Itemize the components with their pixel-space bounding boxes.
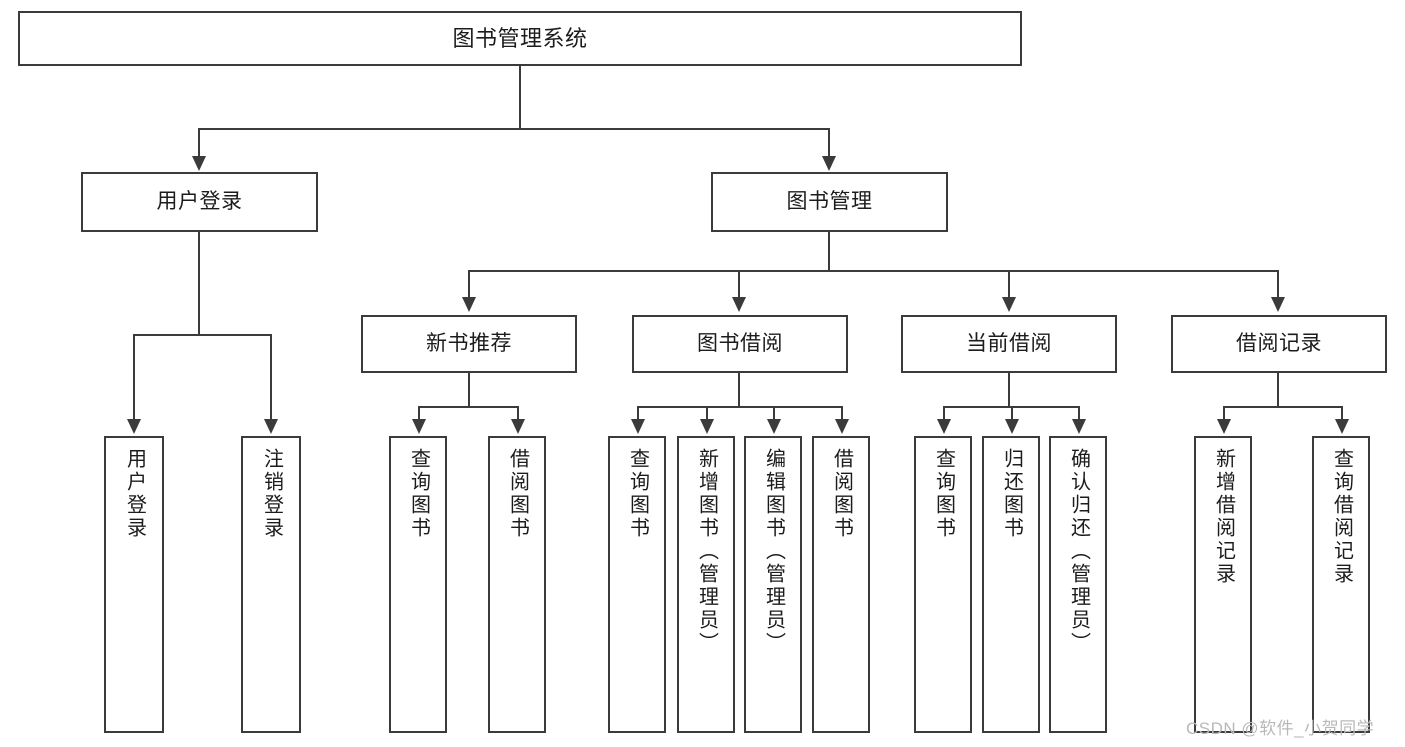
node-label: 用户登录 xyxy=(123,448,146,540)
arrowhead-book-borrow-leaf-1 xyxy=(631,419,645,434)
arrowhead-book-borrow-leaf-2 xyxy=(700,419,714,434)
connector-new-book-bar xyxy=(418,406,519,408)
node-label: 新增图书（管理员） xyxy=(695,448,718,655)
connector-new-book-drop-1 xyxy=(418,406,420,420)
arrowhead-current-borrow-leaf-1 xyxy=(937,419,951,434)
connector-book-borrow-drop-2 xyxy=(706,406,708,420)
node-book-management[interactable]: 图书管理 xyxy=(711,172,948,232)
csdn-watermark: CSDN @软件_小贺同学 xyxy=(1186,719,1375,738)
connector-book-borrow-bar xyxy=(637,406,843,408)
leaf-user-login[interactable]: 用户登录 xyxy=(104,436,164,733)
node-label: 编辑图书（管理员） xyxy=(762,448,785,655)
arrowhead-new-book-leaf-2 xyxy=(511,419,525,434)
arrowhead-user-login-leaf-1 xyxy=(127,419,141,434)
node-label: 确认归还（管理员） xyxy=(1067,448,1090,655)
arrowhead-book-borrow-leaf-3 xyxy=(767,419,781,434)
connector-level1-drop-left xyxy=(198,128,200,158)
node-label: 当前借阅 xyxy=(966,331,1052,355)
leaf-book-borrow-edit-book-admin[interactable]: 编辑图书（管理员） xyxy=(744,436,802,733)
arrowhead-to-borrow-record xyxy=(1271,297,1285,312)
node-label: 新增借阅记录 xyxy=(1212,448,1235,586)
connector-book-borrow-drop-1 xyxy=(637,406,639,420)
node-label: 查询图书 xyxy=(932,448,955,540)
node-label: 用户登录 xyxy=(156,189,243,213)
node-label: 借阅图书 xyxy=(830,448,853,540)
connector-level1-bar xyxy=(198,128,830,130)
arrowhead-new-book-leaf-1 xyxy=(412,419,426,434)
connector-book-borrow-drop-4 xyxy=(841,406,843,420)
connector-borrow-record-bar xyxy=(1223,406,1342,408)
connector-user-login-stem xyxy=(198,232,200,335)
connector-borrow-record-stem xyxy=(1277,373,1279,407)
node-label: 借阅图书 xyxy=(506,448,529,540)
arrowhead-to-book-borrow xyxy=(732,297,746,312)
connector-book-borrow-drop-3 xyxy=(773,406,775,420)
node-label: 图书管理 xyxy=(786,189,873,213)
node-label: 注销登录 xyxy=(260,448,283,540)
arrowhead-borrow-record-leaf-1 xyxy=(1217,419,1231,434)
arrowhead-to-book-management xyxy=(822,156,836,171)
leaf-new-book-query-book[interactable]: 查询图书 xyxy=(389,436,447,733)
node-book-borrow[interactable]: 图书借阅 xyxy=(632,315,848,373)
arrowhead-borrow-record-leaf-2 xyxy=(1335,419,1349,434)
connector-level2-bar xyxy=(468,270,1279,272)
leaf-current-borrow-confirm-return-admin[interactable]: 确认归还（管理员） xyxy=(1049,436,1107,733)
leaf-borrow-record-add-record[interactable]: 新增借阅记录 xyxy=(1194,436,1252,733)
arrowhead-current-borrow-leaf-2 xyxy=(1005,419,1019,434)
connector-level2-drop-1 xyxy=(468,270,470,299)
node-label: 新书推荐 xyxy=(426,331,512,355)
connector-level2-drop-2 xyxy=(738,270,740,299)
connector-level1-drop-right xyxy=(828,128,830,158)
connector-user-login-drop-1 xyxy=(133,334,135,420)
connector-level2-drop-3 xyxy=(1008,270,1010,299)
connector-level2-drop-4 xyxy=(1277,270,1279,299)
leaf-book-borrow-query-book[interactable]: 查询图书 xyxy=(608,436,666,733)
connector-user-login-bar xyxy=(133,334,272,336)
connector-user-login-drop-2 xyxy=(270,334,272,420)
connector-borrow-record-drop-1 xyxy=(1223,406,1225,420)
arrowhead-book-borrow-leaf-4 xyxy=(835,419,849,434)
node-new-book-recommend[interactable]: 新书推荐 xyxy=(361,315,577,373)
node-user-login[interactable]: 用户登录 xyxy=(81,172,318,232)
connector-current-borrow-drop-1 xyxy=(943,406,945,420)
node-label: 借阅记录 xyxy=(1236,331,1322,355)
node-borrow-record[interactable]: 借阅记录 xyxy=(1171,315,1387,373)
leaf-logout[interactable]: 注销登录 xyxy=(241,436,301,733)
arrowhead-to-current-borrow xyxy=(1002,297,1016,312)
node-label: 查询图书 xyxy=(407,448,430,540)
connector-current-borrow-drop-2 xyxy=(1011,406,1013,420)
node-label: 图书借阅 xyxy=(697,331,783,355)
node-current-borrow[interactable]: 当前借阅 xyxy=(901,315,1117,373)
leaf-current-borrow-return-book[interactable]: 归还图书 xyxy=(982,436,1040,733)
node-label: 查询借阅记录 xyxy=(1330,448,1353,586)
connector-root-stem xyxy=(519,66,521,129)
connector-current-borrow-stem xyxy=(1008,373,1010,407)
arrowhead-user-login-leaf-2 xyxy=(264,419,278,434)
connector-borrow-record-drop-2 xyxy=(1341,406,1343,420)
leaf-new-book-borrow-book[interactable]: 借阅图书 xyxy=(488,436,546,733)
arrowhead-current-borrow-leaf-3 xyxy=(1072,419,1086,434)
node-label: 查询图书 xyxy=(626,448,649,540)
arrowhead-to-user-login xyxy=(192,156,206,171)
node-label: 图书管理系统 xyxy=(452,25,588,51)
connector-book-borrow-stem xyxy=(738,373,740,407)
connector-book-management-stem xyxy=(828,232,830,271)
arrowhead-to-new-book-recommend xyxy=(462,297,476,312)
leaf-current-borrow-query-book[interactable]: 查询图书 xyxy=(914,436,972,733)
node-root-book-management-system[interactable]: 图书管理系统 xyxy=(18,11,1022,66)
connector-new-book-stem xyxy=(468,373,470,407)
connector-current-borrow-drop-3 xyxy=(1078,406,1080,420)
leaf-book-borrow-borrow-book[interactable]: 借阅图书 xyxy=(812,436,870,733)
leaf-book-borrow-add-book-admin[interactable]: 新增图书（管理员） xyxy=(677,436,735,733)
leaf-borrow-record-query-record[interactable]: 查询借阅记录 xyxy=(1312,436,1370,733)
connector-new-book-drop-2 xyxy=(517,406,519,420)
node-label: 归还图书 xyxy=(1000,448,1023,540)
connector-current-borrow-bar xyxy=(943,406,1078,408)
